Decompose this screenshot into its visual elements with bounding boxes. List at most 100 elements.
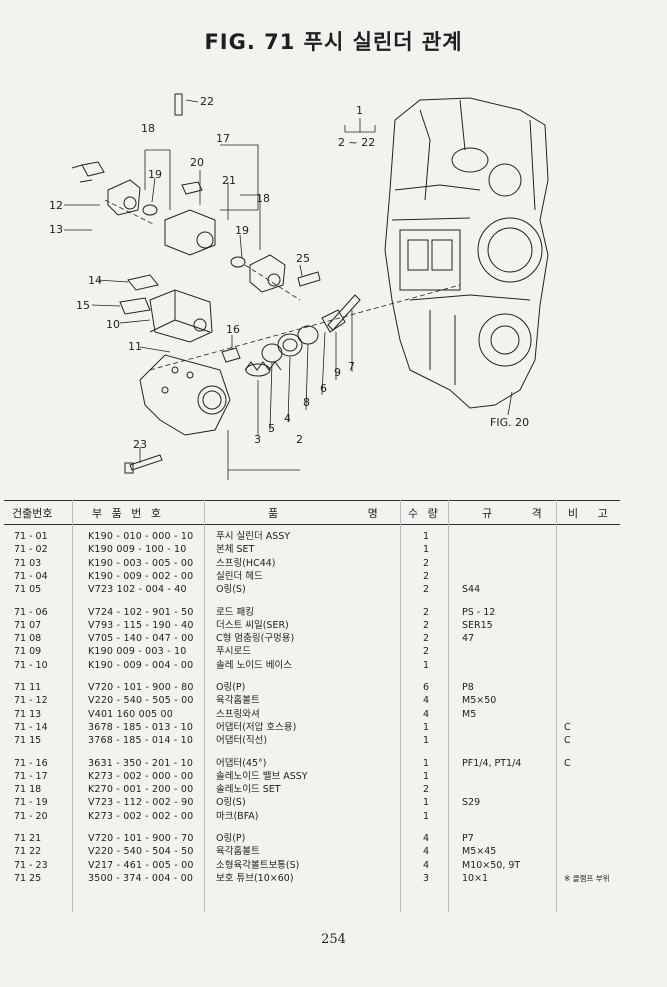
item-number-cell: 71 - 20 [14,810,48,822]
header-part-no: 부 품 번 호 [92,507,164,520]
item-number-cell: 71 08 [14,633,42,645]
quantity-cell: 2 [422,584,430,596]
part-name-cell: 어댑터(직선) [216,735,268,747]
callout-6: 6 [320,382,327,395]
spec-cell: 47 [462,633,475,645]
table-top-rule [4,500,620,501]
part-name-cell: 육각홈볼트 [216,846,260,858]
part-number-cell: V720 - 101 - 900 - 70 [88,833,194,844]
part-number-cell: K190 009 - 003 - 10 [88,646,187,658]
quantity-cell: 4 [422,833,430,844]
cylinder-body [71,93,361,474]
item-number-cell: 71 22 [14,846,42,858]
part-number-cell: V217 - 461 - 005 - 00 [88,859,194,871]
part-name-cell: 어댑터(저압 호스용) [216,721,297,733]
part-name-cell: 보호 튜브(10×60) [216,872,294,884]
quantity-cell: 6 [422,682,430,693]
item-number-cell: 71 - 06 [14,606,48,618]
callout-25: 25 [296,252,310,265]
part-number-cell: V220 - 540 - 504 - 50 [88,846,194,858]
column-divider [400,500,401,912]
quantity-cell: 2 [422,633,430,645]
table-row: 71 11 V720 - 101 - 900 - 80 O링(P) 6 P8 [0,681,667,694]
callout-20: 20 [190,156,204,169]
part-name-cell: 본체 SET [216,544,255,556]
figure-reference: FIG. 20 [490,416,529,429]
quantity-cell: 2 [422,606,430,618]
header-remarks: 비 고 [568,507,611,520]
callout-22: 22 [200,95,214,108]
item-number-cell: 71 18 [14,784,42,796]
remarks-cell: C [564,735,571,747]
column-divider [448,500,449,912]
header-part-name: 품 명 [268,507,381,520]
quantity-cell: 2 [422,646,430,658]
part-number-cell: V220 - 540 - 505 - 00 [88,695,194,707]
part-name-cell: 소형육각볼트보통(S) [216,859,300,871]
column-divider [72,500,73,912]
part-number-cell: V720 - 101 - 900 - 80 [88,682,194,693]
part-number-cell: V705 - 140 - 047 - 00 [88,633,194,645]
part-name-cell: 솔레노이드 SET [216,784,281,796]
item-number-cell: 71 15 [14,735,42,747]
spec-cell: SER15 [462,619,493,631]
remarks-cell: ※ 클램프 부위 [564,873,610,883]
quantity-cell: 2 [422,619,430,631]
callout-2-22: 2 ~ 22 [338,136,375,149]
callout-21: 21 [222,174,236,187]
part-number-cell: K273 - 002 - 002 - 00 [88,810,194,822]
part-number-cell: V723 102 - 004 - 40 [88,584,187,596]
spec-cell: PS - 12 [462,606,496,618]
callout-labels: 1 2 ~ 22 2 3 4 5 6 7 8 9 10 11 12 13 14 … [49,95,529,451]
part-number-cell: V724 - 102 - 901 - 50 [88,606,194,618]
quantity-cell: 4 [422,846,430,858]
spec-cell: S29 [462,797,481,809]
spec-cell: P8 [462,682,474,693]
part-name-cell: 어댑터(45°) [216,757,267,769]
callout-18b: 18 [256,192,270,205]
callout-18a: 18 [141,122,155,135]
item-number-cell: 71 05 [14,584,42,596]
callout-5: 5 [268,422,275,435]
part-name-cell: 마크(BFA) [216,810,259,822]
quantity-cell: 1 [422,797,430,809]
part-number-cell: K190 - 010 - 000 - 10 [88,531,194,542]
quantity-cell: 2 [422,784,430,796]
remarks-cell: C [564,721,571,733]
spec-cell: M5 [462,708,477,720]
item-number-cell: 71 - 14 [14,721,48,733]
part-name-cell: 스프링와셔 [216,708,260,720]
exploded-parts-diagram: 1 2 ~ 22 2 3 4 5 6 7 8 9 10 11 12 13 14 … [49,93,549,480]
callout-4: 4 [284,412,291,425]
header-item-no: 건출번호 [12,507,53,520]
spec-cell: PF1/4, PT1/4 [462,757,522,769]
quantity-cell: 4 [422,708,430,720]
quantity-cell: 1 [422,770,430,782]
leader-lines [64,99,513,480]
item-number-cell: 71 - 10 [14,659,48,671]
item-number-cell: 71 - 17 [14,770,48,782]
item-number-cell: 71 11 [14,682,42,693]
quantity-cell: 1 [422,544,430,556]
callout-14: 14 [88,274,102,287]
quantity-cell: 3 [422,872,430,884]
part-number-cell: K190 - 009 - 004 - 00 [88,659,194,671]
part-number-cell: V401 160 005 00 [88,708,174,720]
callout-2: 2 [296,433,303,446]
part-name-cell: O링(P) [216,682,246,693]
part-name-cell: 스프링(HC44) [216,557,276,569]
part-name-cell: O링(S) [216,584,246,596]
part-number-cell: V793 - 115 - 190 - 40 [88,619,194,631]
part-number-cell: K270 - 001 - 200 - 00 [88,784,194,796]
quantity-cell: 4 [422,859,430,871]
table-header-rule [4,524,620,525]
spec-cell: S44 [462,584,481,596]
item-number-cell: 71 21 [14,833,42,844]
